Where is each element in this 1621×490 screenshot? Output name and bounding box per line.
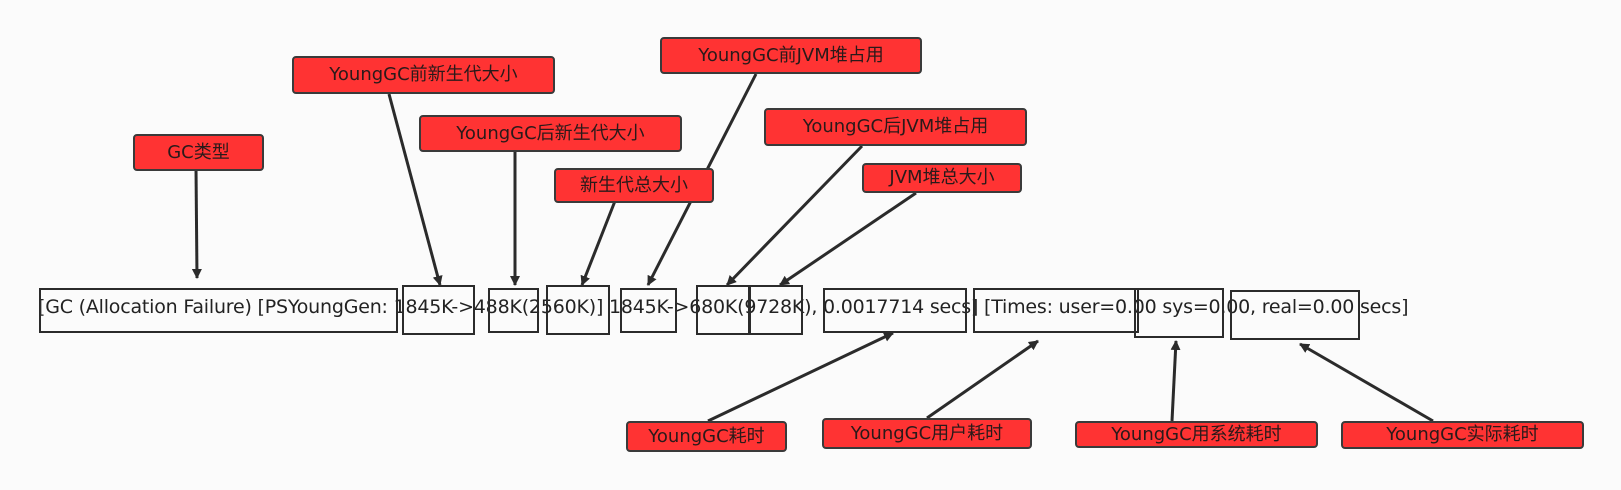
gc-log-line: [GC (Allocation Failure) [PSYoungGen: 18… — [38, 296, 1409, 318]
arrow-user-time — [926, 339, 1039, 420]
arrow-young-total — [580, 200, 617, 286]
arrow-real-time — [1299, 342, 1434, 423]
arrow-gc-time — [707, 331, 894, 423]
label-heap-total: JVM堆总大小 — [862, 163, 1022, 193]
arrow-sys-time — [1170, 340, 1181, 422]
label-real-time: YoungGC实际耗时 — [1341, 421, 1584, 449]
frame-young-before — [402, 285, 475, 335]
label-gc-type: GC类型 — [133, 134, 264, 171]
label-user-time: YoungGC用户耗时 — [822, 418, 1032, 449]
frame-heap-total — [749, 285, 803, 335]
label-gc-time: YoungGC耗时 — [626, 421, 787, 452]
frame-heap-after — [696, 285, 750, 335]
label-heap-before: YoungGC前JVM堆占用 — [660, 37, 922, 74]
label-young-total: 新生代总大小 — [554, 168, 714, 203]
label-sys-time: YoungGC用系统耗时 — [1075, 421, 1318, 448]
arrow-gc-type — [191, 167, 202, 279]
arrow-young-before — [387, 93, 443, 286]
frame-real-time — [1230, 290, 1360, 340]
frame-user-time — [973, 288, 1139, 333]
frame-heap-before — [620, 288, 677, 333]
arrow-heap-total — [779, 191, 917, 287]
frame-sys-time — [1134, 288, 1224, 338]
arrow-heap-after — [725, 144, 864, 287]
frame-gc-type — [39, 288, 398, 333]
label-young-after: YoungGC后新生代大小 — [419, 115, 682, 152]
frame-gc-time — [823, 288, 967, 333]
frame-young-total — [546, 285, 610, 335]
label-heap-after: YoungGC后JVM堆占用 — [764, 108, 1027, 146]
frame-young-after — [488, 288, 539, 333]
label-young-before: YoungGC前新生代大小 — [292, 56, 555, 94]
